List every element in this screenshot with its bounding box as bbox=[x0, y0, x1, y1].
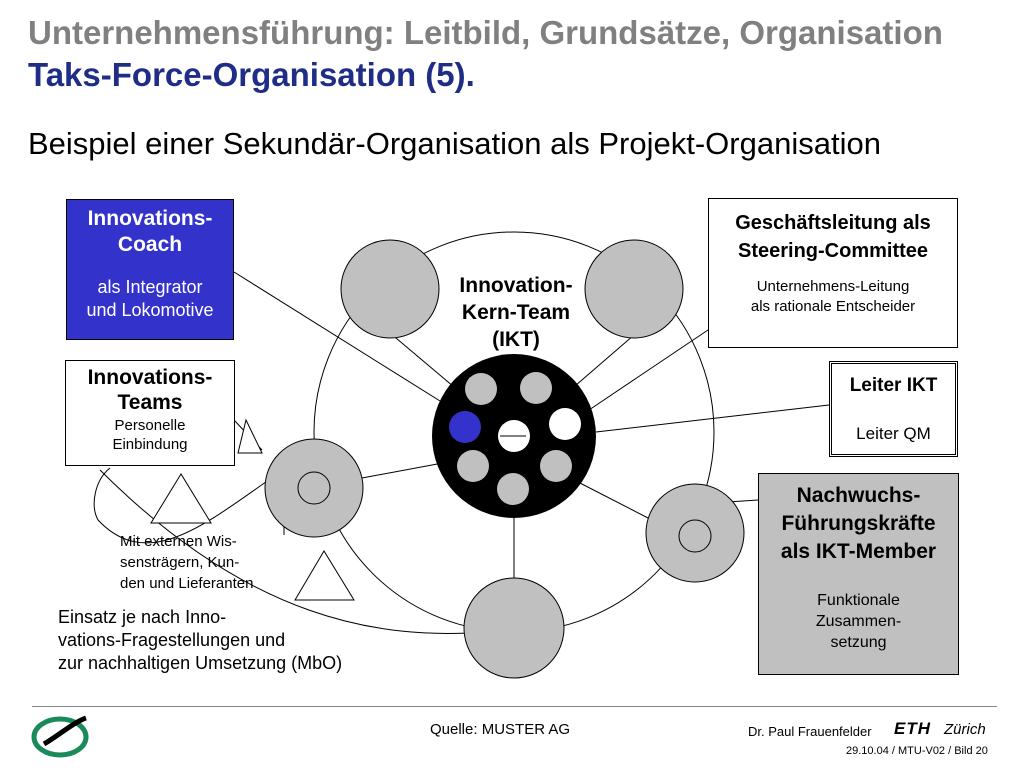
nachwuchs-heading-1: Nachwuchs- bbox=[796, 484, 921, 507]
footer-divider bbox=[32, 706, 997, 707]
zurich-label: Zürich bbox=[944, 721, 986, 738]
coach-heading-1: Innovations- bbox=[87, 207, 213, 230]
nachwuchs-sub-1: Funktionale bbox=[817, 592, 900, 609]
author-label: Dr. Paul Frauenfelder bbox=[748, 724, 872, 739]
extern-line-3: den und Lieferanten bbox=[120, 575, 254, 592]
einsatz-annotation: Einsatz je nach Inno- vations-Fragestell… bbox=[58, 606, 342, 675]
core-label-3: (IKT) bbox=[492, 328, 540, 351]
einsatz-line-1: Einsatz je nach Inno- bbox=[58, 607, 227, 627]
nachwuchs-sub-2: Zusammen- bbox=[815, 613, 902, 630]
teams-heading-1: Innovations- bbox=[87, 366, 213, 389]
slide-reference: 29.10.04 / MTU-V02 / Bild 20 bbox=[846, 745, 988, 757]
title-line-1: Unternehmensführung: Leitbild, Grundsätz… bbox=[28, 14, 943, 51]
nachwuchs-sub-3: setzung bbox=[830, 634, 887, 651]
steering-sub-2: als rationale Entscheider bbox=[750, 298, 916, 315]
core-team-icon bbox=[432, 354, 596, 518]
core-team-label: Innovation- Kern-Team (IKT) bbox=[436, 272, 596, 353]
nachwuchs-box: Nachwuchs- Führungskräfte als IKT-Member… bbox=[758, 473, 959, 675]
nachwuchs-heading-2: Führungskräfte bbox=[781, 512, 936, 535]
satellite-circles bbox=[264, 239, 745, 679]
coach-sub-2: und Lokomotive bbox=[86, 300, 214, 320]
innovations-coach-box: Innovations- Coach als Integrator und Loko… bbox=[66, 199, 234, 340]
swirl-logo-icon bbox=[31, 714, 92, 760]
core-label-2: Kern-Team bbox=[461, 301, 571, 324]
core-label-1: Innovation- bbox=[459, 274, 573, 297]
satellite-top-left bbox=[340, 239, 440, 339]
extern-line-2: sensträgern, Kun- bbox=[120, 554, 240, 571]
source-label: Quelle: MUSTER AG bbox=[430, 721, 571, 738]
steering-sub-1: Unternehmens-Leitung bbox=[756, 278, 910, 295]
satellite-bottom bbox=[463, 577, 565, 679]
einsatz-line-3: zur nachhaltigen Umsetzung (MbO) bbox=[58, 653, 343, 673]
triangle-icon-left bbox=[150, 473, 212, 524]
teams-sub-2: Einbindung bbox=[112, 436, 188, 453]
leiter-ikt-box: Leiter IKT Leiter QM bbox=[829, 361, 958, 457]
coach-sub-1: als Integrator bbox=[97, 277, 203, 297]
coach-heading-2: Coach bbox=[117, 233, 183, 256]
extern-annotation: Mit externen Wis- sensträgern, Kun- den … bbox=[120, 531, 253, 594]
nachwuchs-heading-3: als IKT-Member bbox=[780, 540, 937, 563]
triangle-icon-small bbox=[237, 418, 263, 454]
satellite-top-right bbox=[584, 239, 684, 339]
leiter-heading: Leiter IKT bbox=[849, 375, 938, 396]
steering-heading-2: Steering-Committee bbox=[737, 240, 929, 262]
slide-subtitle: Beispiel einer Sekundär-Organisation als… bbox=[28, 126, 881, 161]
teams-heading-2: Teams bbox=[117, 391, 183, 414]
teams-sub-1: Personelle bbox=[114, 417, 186, 434]
left-arc-2 bbox=[93, 467, 284, 544]
left-arc bbox=[99, 469, 487, 634]
eth-logo-text: ETH bbox=[894, 719, 931, 738]
einsatz-line-2: vations-Fragestellungen und bbox=[58, 630, 286, 650]
triangle-icon-bottom bbox=[294, 550, 355, 601]
satellite-right-inner bbox=[678, 519, 712, 553]
leiter-sub: Leiter QM bbox=[856, 424, 931, 443]
title-line-2: Taks-Force-Organisation (5). bbox=[28, 56, 475, 93]
satellite-left-inner bbox=[297, 471, 331, 505]
extern-line-1: Mit externen Wis- bbox=[120, 533, 237, 550]
steering-heading-1: Geschäftsleitung als bbox=[735, 212, 931, 234]
